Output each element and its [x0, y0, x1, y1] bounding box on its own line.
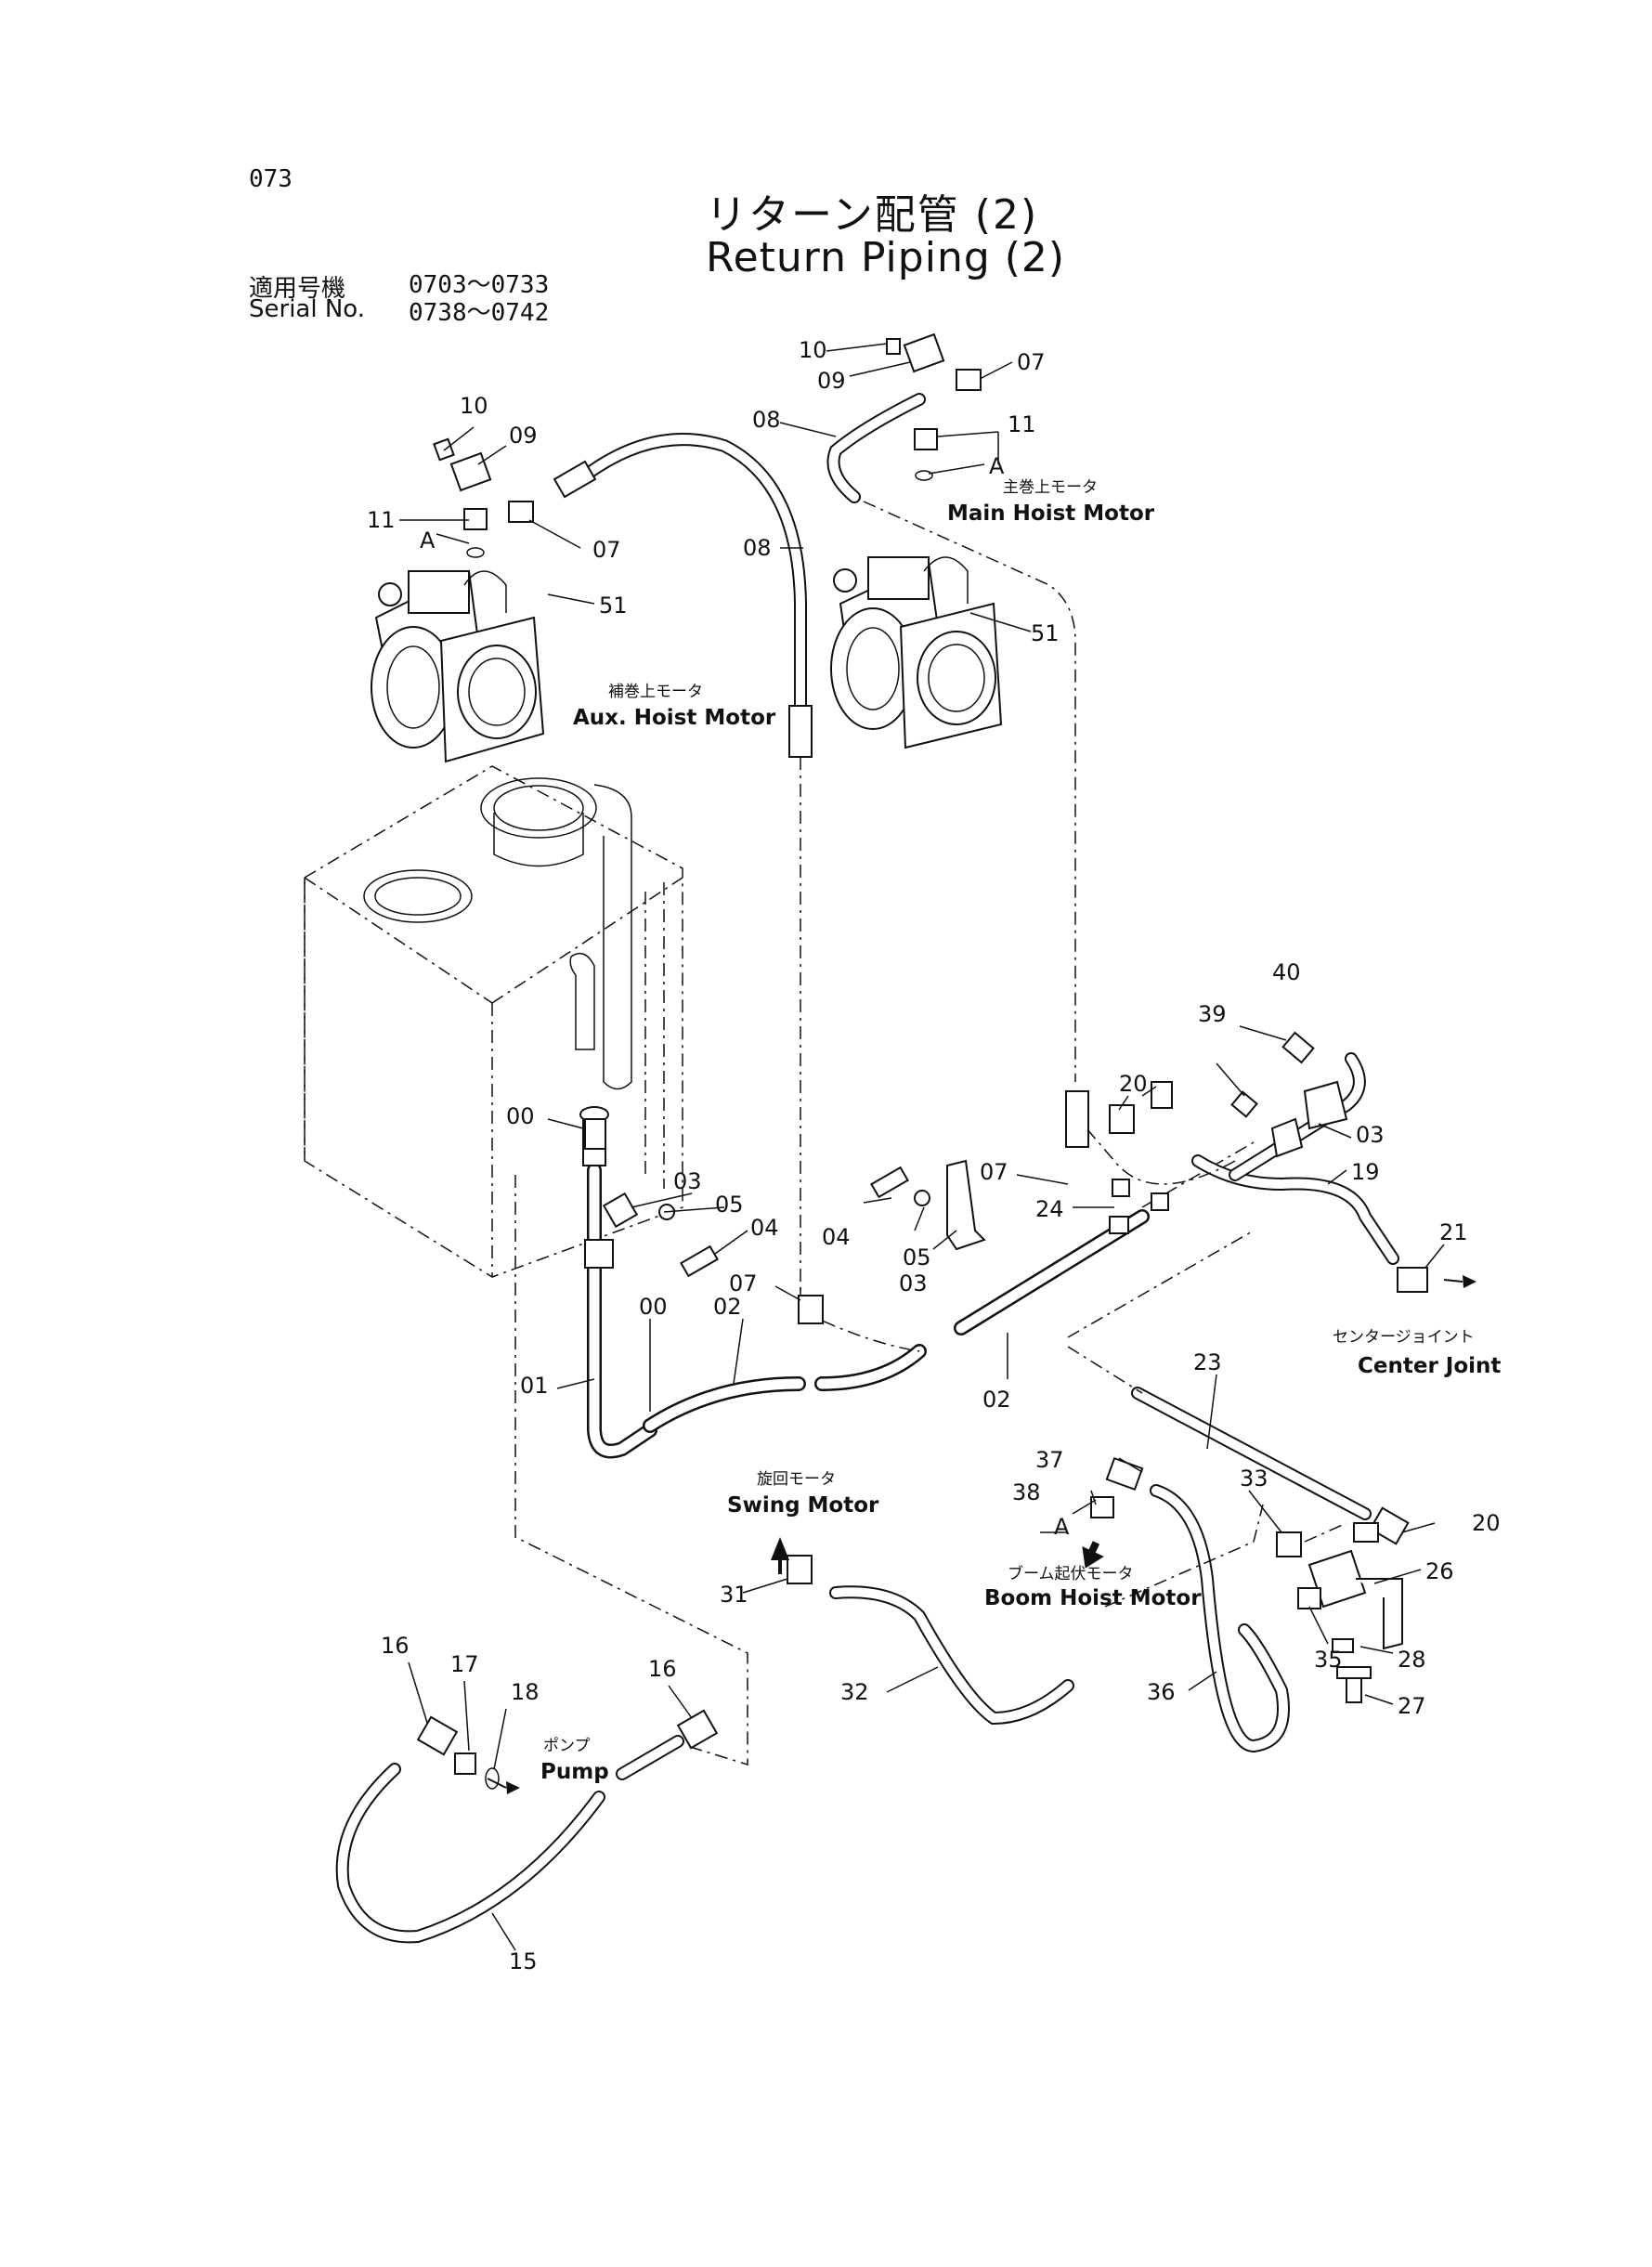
- part-label-04-left: 04: [750, 1215, 779, 1241]
- hose-08-main: [826, 393, 1076, 1082]
- part-label-10-aux: 10: [460, 393, 488, 419]
- serial-range-1: 0703～0733: [409, 271, 550, 299]
- hose-36: [1150, 1484, 1290, 1753]
- part-label-00-lower: 00: [639, 1294, 668, 1320]
- part-label-40: 40: [1272, 959, 1301, 985]
- part-label-16-right: 16: [648, 1656, 677, 1682]
- aux-hoist-label-jp: 補巻上モータ: [608, 683, 703, 701]
- part-label-31: 31: [720, 1582, 748, 1608]
- part-label-00-upper: 00: [506, 1103, 535, 1129]
- part-label-28: 28: [1398, 1647, 1426, 1673]
- part-label-26: 26: [1425, 1558, 1454, 1584]
- detail-a-boom: A: [1054, 1514, 1070, 1540]
- part-label-18: 18: [511, 1679, 540, 1705]
- part-label-32: 32: [840, 1679, 869, 1705]
- part-label-08-top: 08: [752, 407, 781, 433]
- detail-a-main: A: [989, 453, 1005, 479]
- part-label-16-left: 16: [381, 1633, 410, 1659]
- part-label-38: 38: [1012, 1479, 1041, 1505]
- pipe-02: [643, 1141, 1255, 1433]
- part-label-04-mid: 04: [822, 1224, 851, 1250]
- arrows: [487, 1275, 1476, 1794]
- hose-32: [829, 1585, 1074, 1726]
- part-label-10-main: 10: [799, 337, 827, 363]
- main-hoist-label-en: Main Hoist Motor: [947, 502, 1155, 526]
- aux-hoist-label-en: Aux. Hoist Motor: [573, 706, 776, 730]
- detail-a-aux: A: [420, 528, 436, 554]
- part-label-39: 39: [1198, 1001, 1227, 1027]
- part-number-labels: 10 09 11 A 07 51 08 10 09 07 08 11 A 51 …: [367, 337, 1501, 1974]
- part-label-20-lower: 20: [1472, 1510, 1501, 1536]
- part-label-01: 01: [520, 1373, 549, 1399]
- part-label-07-aux: 07: [592, 537, 621, 563]
- part-label-07-main: 07: [1017, 349, 1046, 375]
- fittings: [416, 332, 1428, 1790]
- part-label-27: 27: [1398, 1693, 1426, 1719]
- pump-label-jp: ポンプ: [543, 1737, 591, 1755]
- hose-15: [335, 1735, 684, 1944]
- swing-motor-label-en: Swing Motor: [727, 1493, 879, 1518]
- center-joint-label-en: Center Joint: [1358, 1354, 1501, 1378]
- part-label-36: 36: [1147, 1679, 1176, 1705]
- part-label-35: 35: [1314, 1647, 1343, 1673]
- part-label-11-main: 11: [1008, 411, 1036, 437]
- center-joint-label-jp: センタージョイント: [1333, 1328, 1475, 1347]
- aux-hoist-motor: [371, 569, 545, 763]
- part-label-19: 19: [1351, 1159, 1380, 1185]
- part-label-07-mid: 07: [729, 1270, 758, 1296]
- part-label-11-aux: 11: [367, 507, 396, 533]
- swing-motor-label-jp: 旋回モータ: [757, 1470, 836, 1489]
- part-label-05-left: 05: [715, 1192, 744, 1218]
- main-hoist-motor: [830, 556, 1003, 749]
- main-hoist-label-jp: 主巻上モータ: [1003, 478, 1098, 497]
- title-japanese: リターン配管 (2): [706, 191, 1039, 239]
- part-label-08-mid: 08: [743, 535, 772, 561]
- part-label-17: 17: [450, 1651, 479, 1677]
- part-label-20-upper: 20: [1119, 1071, 1148, 1097]
- page-number: 073: [249, 165, 293, 193]
- component-labels: 主巻上モータ Main Hoist Motor 補巻上モータ Aux. Hois…: [540, 478, 1501, 1784]
- hose-08-aux: [569, 433, 813, 1300]
- part-label-24: 24: [1035, 1196, 1064, 1222]
- part-label-09-main: 09: [817, 368, 846, 394]
- part-label-51-aux: 51: [599, 593, 628, 619]
- part-label-05-mid: 05: [903, 1244, 931, 1270]
- part-label-33: 33: [1240, 1466, 1268, 1492]
- part-label-02-left: 02: [713, 1294, 742, 1320]
- boom-hoist-label-jp: ブーム起伏モータ: [1008, 1564, 1134, 1583]
- hose-19: [1191, 1052, 1399, 1265]
- hydraulic-tank: [304, 765, 683, 1278]
- hose-23: [1067, 1230, 1372, 1520]
- part-label-03-left: 03: [673, 1168, 702, 1194]
- part-label-02-right: 02: [982, 1387, 1011, 1413]
- part-label-15: 15: [509, 1948, 538, 1974]
- part-label-03-mid: 03: [899, 1270, 928, 1296]
- leader-lines: [399, 343, 1445, 1951]
- pump-label-en: Pump: [540, 1760, 609, 1784]
- serial-label-english: Serial No.: [249, 295, 365, 323]
- pipe-01: [579, 1106, 657, 1459]
- title-english: Return Piping (2): [706, 234, 1066, 281]
- part-label-21: 21: [1439, 1219, 1468, 1245]
- part-label-37: 37: [1035, 1447, 1064, 1473]
- part-label-23: 23: [1193, 1349, 1222, 1375]
- part-label-09-aux: 09: [509, 423, 538, 449]
- part-label-03-right: 03: [1356, 1122, 1385, 1148]
- boom-hoist-label-en: Boom Hoist Motor: [984, 1586, 1202, 1610]
- serial-label-japanese: 適用号機: [249, 275, 346, 303]
- part-label-51-main: 51: [1031, 620, 1060, 646]
- serial-range-2: 0738～0742: [409, 299, 550, 327]
- part-label-07-right: 07: [980, 1159, 1008, 1185]
